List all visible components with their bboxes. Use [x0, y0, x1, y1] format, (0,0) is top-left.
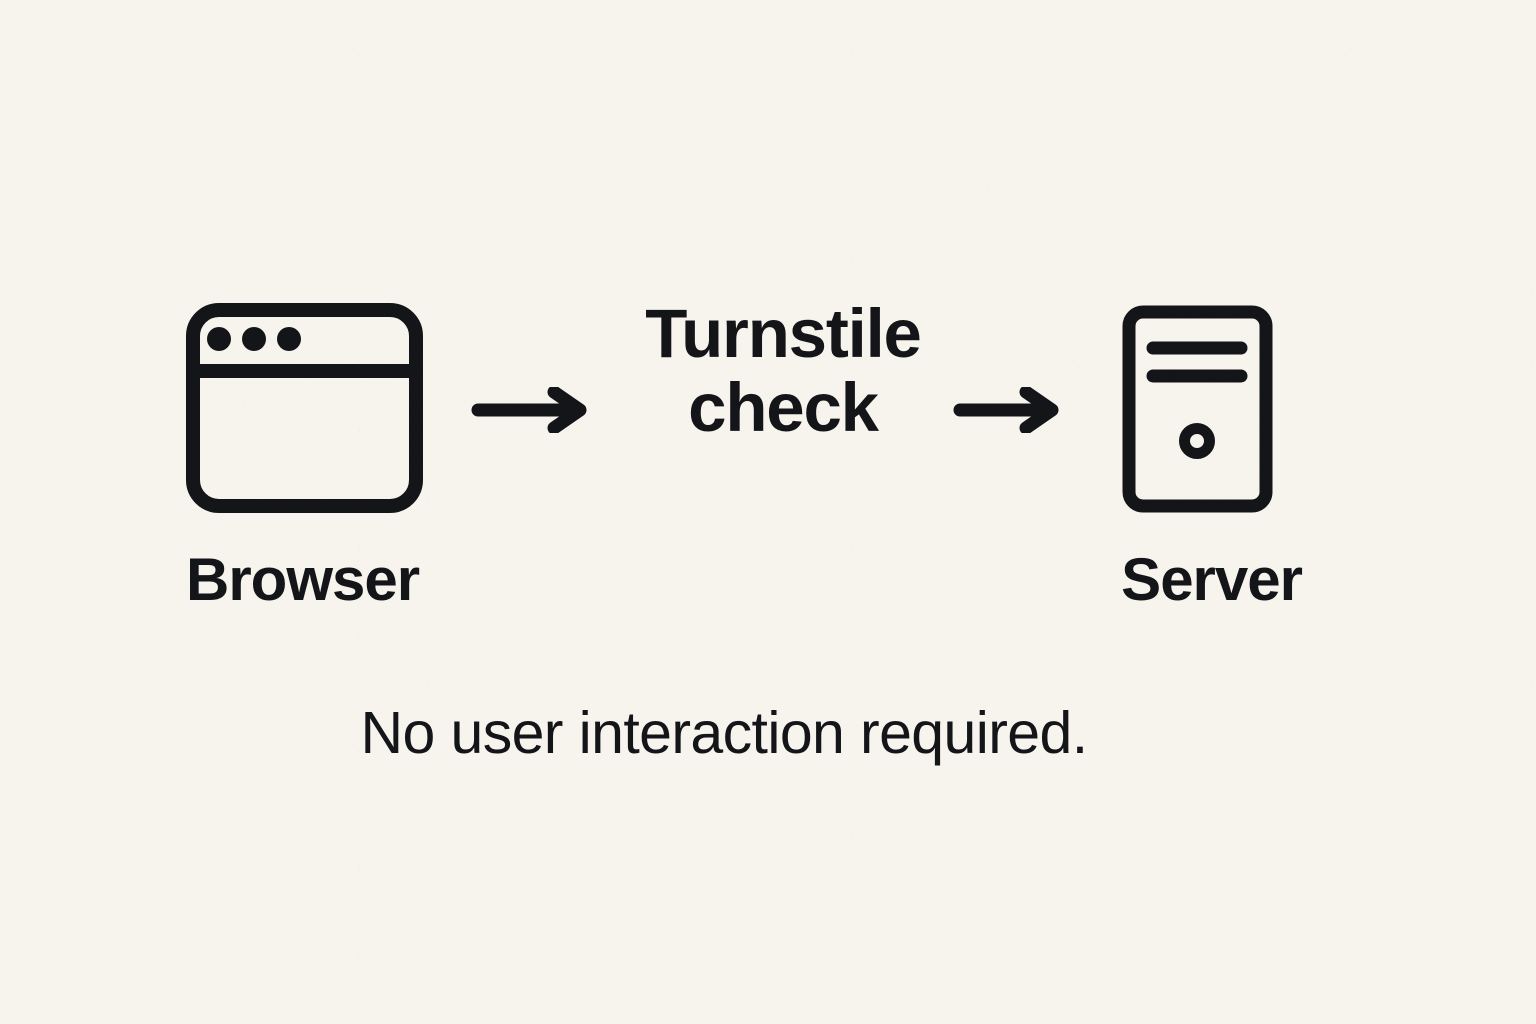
turnstile-label-line-1: Turnstile: [645, 295, 922, 372]
server-tower-icon: [1122, 305, 1273, 513]
turnstile-label-line-2: check: [688, 369, 879, 446]
browser-node: [186, 303, 423, 513]
arrow-right-icon-2: [952, 387, 1064, 433]
browser-window-icon: [186, 303, 423, 513]
arrow-right-icon-1: [470, 387, 592, 433]
browser-node-label: Browser: [186, 546, 420, 613]
diagram-caption: No user interaction required.: [360, 700, 1088, 766]
turnstile-check-label: Turnstile check: [600, 297, 966, 445]
server-node-label: Server: [1121, 546, 1303, 613]
flow-row: Turnstile check: [0, 295, 1536, 525]
server-node: [1122, 305, 1273, 513]
